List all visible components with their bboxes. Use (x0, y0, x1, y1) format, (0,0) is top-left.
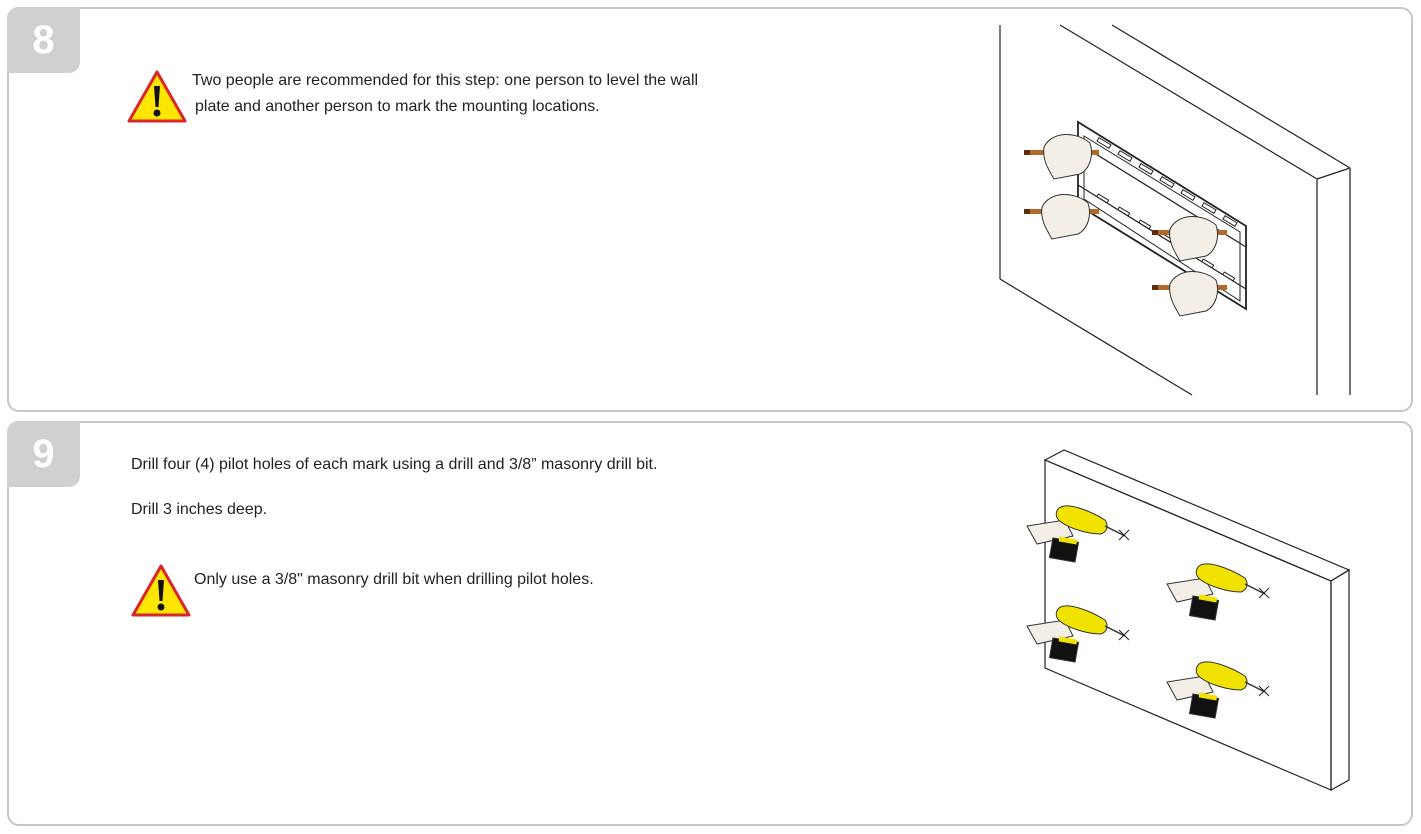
instruction-text-1: Drill four (4) pilot holes of each mark … (131, 456, 658, 473)
drill-icon (1026, 505, 1130, 563)
drill-icon (1026, 605, 1130, 663)
step-9-panel: 9 Drill four (4) pilot holes of each mar… (7, 421, 1413, 826)
step-number-badge: 9 (7, 421, 80, 487)
warning-text-line-1: Two people are recommended for this step… (192, 72, 699, 89)
warning-triangle-icon (127, 70, 187, 123)
wall-plate-marking-illustration (999, 24, 1351, 396)
warning-text-line-2: plate and another person to mark the mou… (195, 98, 600, 115)
drill-icon (1166, 661, 1270, 719)
instruction-text-2: Drill 3 inches deep. (131, 501, 268, 518)
drilling-pilot-holes-illustration (1026, 449, 1351, 792)
drill-icon (1166, 563, 1270, 621)
step-number-badge: 8 (7, 7, 80, 73)
step-8-panel: 8 Two people are recommended for this st… (7, 7, 1413, 412)
warning-triangle-icon (131, 564, 191, 617)
warning-text: Only use a 3/8" masonry drill bit when d… (194, 571, 594, 588)
